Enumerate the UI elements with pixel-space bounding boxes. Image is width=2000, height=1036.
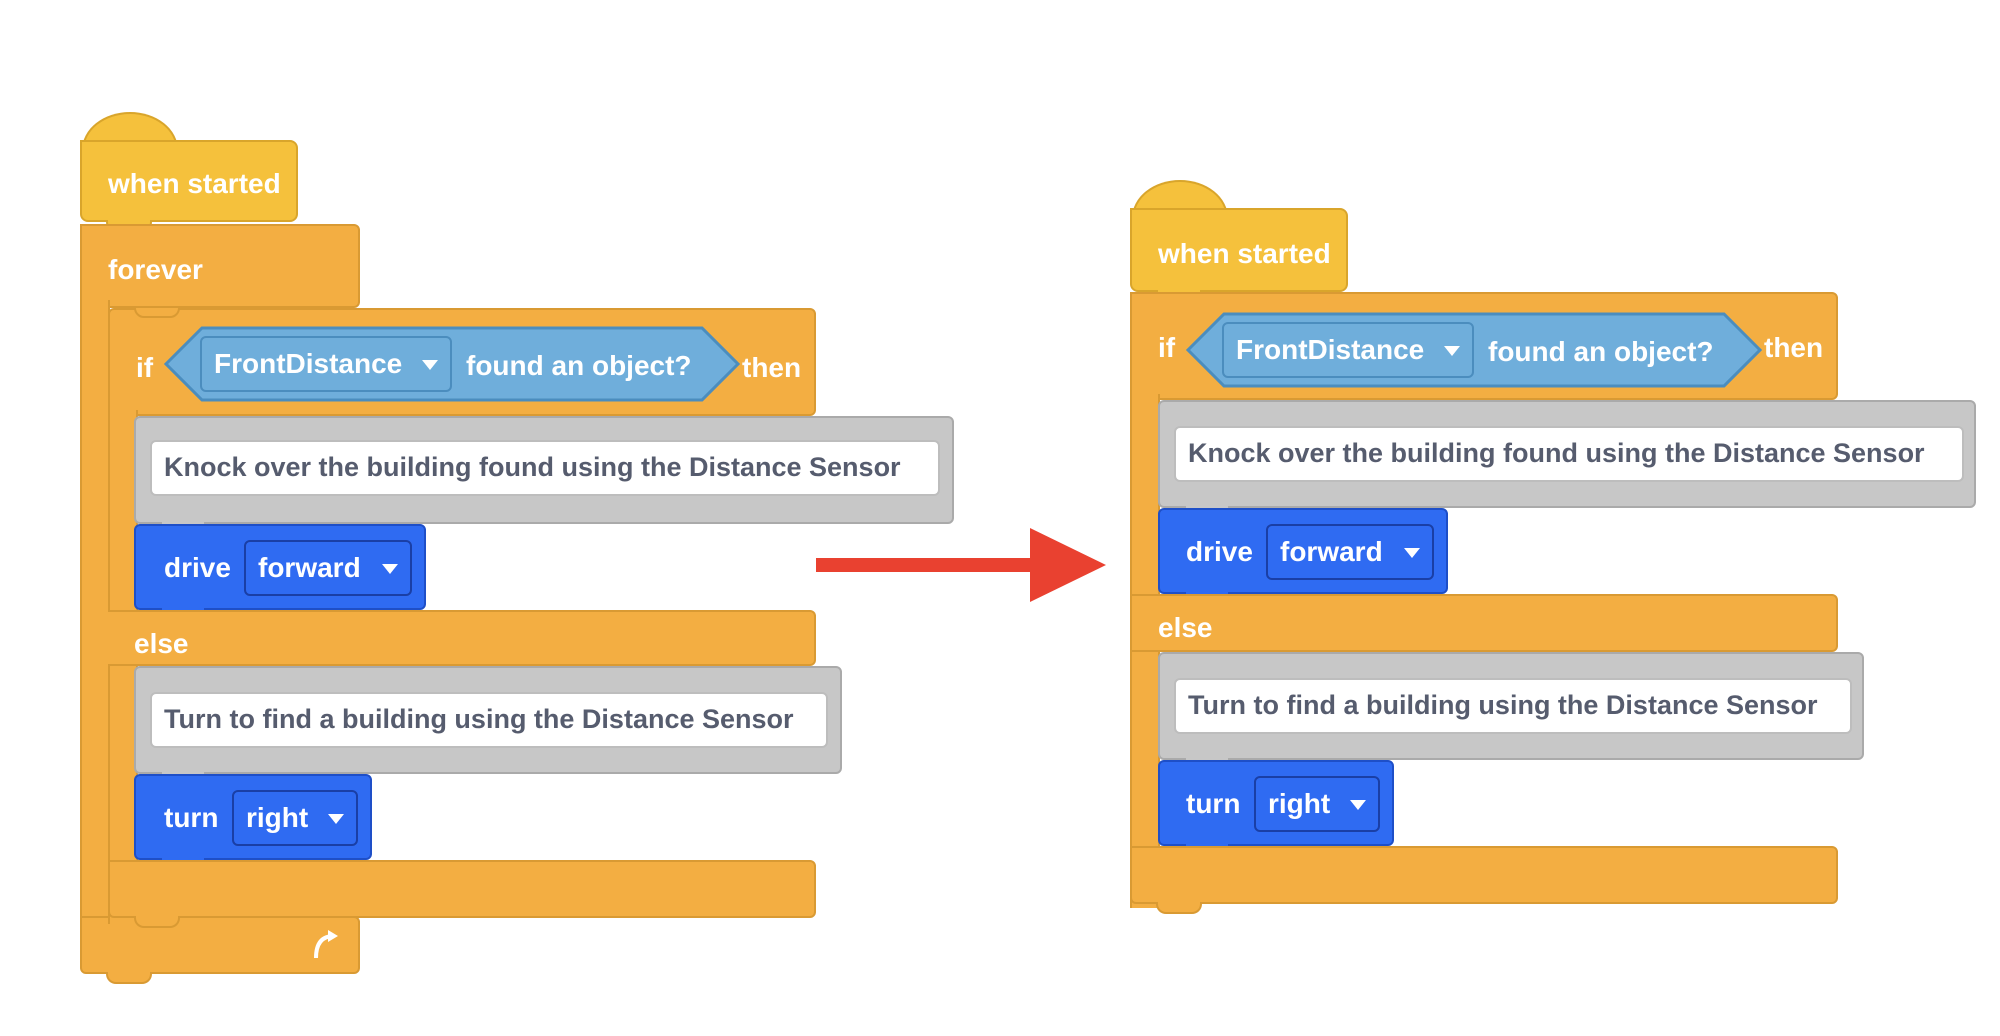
forever-label: forever — [108, 254, 203, 285]
comment-text[interactable]: Turn to find a building using the Distan… — [1174, 678, 1852, 734]
turn-label: turn — [1186, 788, 1241, 819]
sensor-dropdown-label: FrontDistance — [1236, 334, 1425, 365]
if-label: if — [136, 352, 154, 383]
drive-block[interactable]: drive forward — [134, 524, 426, 610]
else-label: else — [1158, 612, 1213, 643]
chevron-down-icon — [422, 360, 438, 370]
direction-dropdown[interactable]: forward — [244, 540, 412, 596]
when-started-label: when started — [108, 168, 281, 199]
found-object-label: found an object? — [1488, 336, 1714, 367]
chevron-down-icon — [1444, 346, 1460, 356]
direction-dropdown-label: forward — [1280, 536, 1383, 567]
notch — [106, 972, 152, 984]
comment-block[interactable]: Knock over the building found using the … — [1158, 400, 1976, 508]
turn-block[interactable]: turn right — [1158, 760, 1394, 846]
found-object-label: found an object? — [466, 350, 692, 381]
comment-block[interactable]: Turn to find a building using the Distan… — [134, 666, 842, 774]
when-started-block[interactable]: when started — [1130, 208, 1348, 292]
turn-direction-dropdown[interactable]: right — [1254, 776, 1380, 832]
forever-bottom[interactable] — [80, 916, 360, 974]
notch — [134, 916, 180, 928]
else-block: else — [1130, 594, 1838, 652]
when-started-label: when started — [1158, 238, 1331, 269]
if-bottom — [1130, 846, 1838, 904]
chevron-down-icon — [328, 814, 344, 824]
if-label: if — [1158, 332, 1176, 363]
if-bottom — [108, 860, 816, 918]
notch — [1156, 902, 1202, 914]
chevron-down-icon — [382, 564, 398, 574]
sensor-dropdown[interactable]: FrontDistance — [200, 336, 452, 392]
chevron-down-icon — [1404, 548, 1420, 558]
loop-arrow-icon — [314, 930, 338, 959]
comment-block[interactable]: Turn to find a building using the Distan… — [1158, 652, 1864, 760]
turn-label: turn — [164, 802, 219, 833]
drive-label: drive — [1186, 536, 1253, 567]
direction-dropdown[interactable]: forward — [1266, 524, 1434, 580]
drive-block[interactable]: drive forward — [1158, 508, 1448, 594]
comment-text[interactable]: Knock over the building found using the … — [150, 440, 940, 496]
else-block: else — [108, 610, 816, 666]
chevron-down-icon — [1350, 800, 1366, 810]
turn-direction-dropdown[interactable]: right — [232, 790, 358, 846]
then-label: then — [1764, 332, 1824, 363]
turn-direction-dropdown-label: right — [1268, 788, 1331, 819]
notch — [134, 306, 180, 318]
forever-block[interactable]: forever — [80, 224, 360, 308]
sensor-dropdown[interactable]: FrontDistance — [1222, 322, 1474, 378]
if-arm — [108, 410, 138, 924]
turn-block[interactable]: turn right — [134, 774, 372, 860]
comment-block[interactable]: Knock over the building found using the … — [134, 416, 954, 524]
when-started-block[interactable]: when started — [80, 140, 298, 222]
else-label: else — [134, 628, 189, 659]
direction-dropdown-label: forward — [258, 552, 361, 583]
comment-text[interactable]: Turn to find a building using the Distan… — [150, 692, 828, 748]
then-label: then — [742, 352, 802, 383]
forever-arm — [80, 300, 110, 920]
comment-text[interactable]: Knock over the building found using the … — [1174, 426, 1964, 482]
drive-label: drive — [164, 552, 231, 583]
turn-direction-dropdown-label: right — [246, 802, 309, 833]
sensor-dropdown-label: FrontDistance — [214, 348, 403, 379]
arrow-right-icon — [816, 528, 1106, 602]
